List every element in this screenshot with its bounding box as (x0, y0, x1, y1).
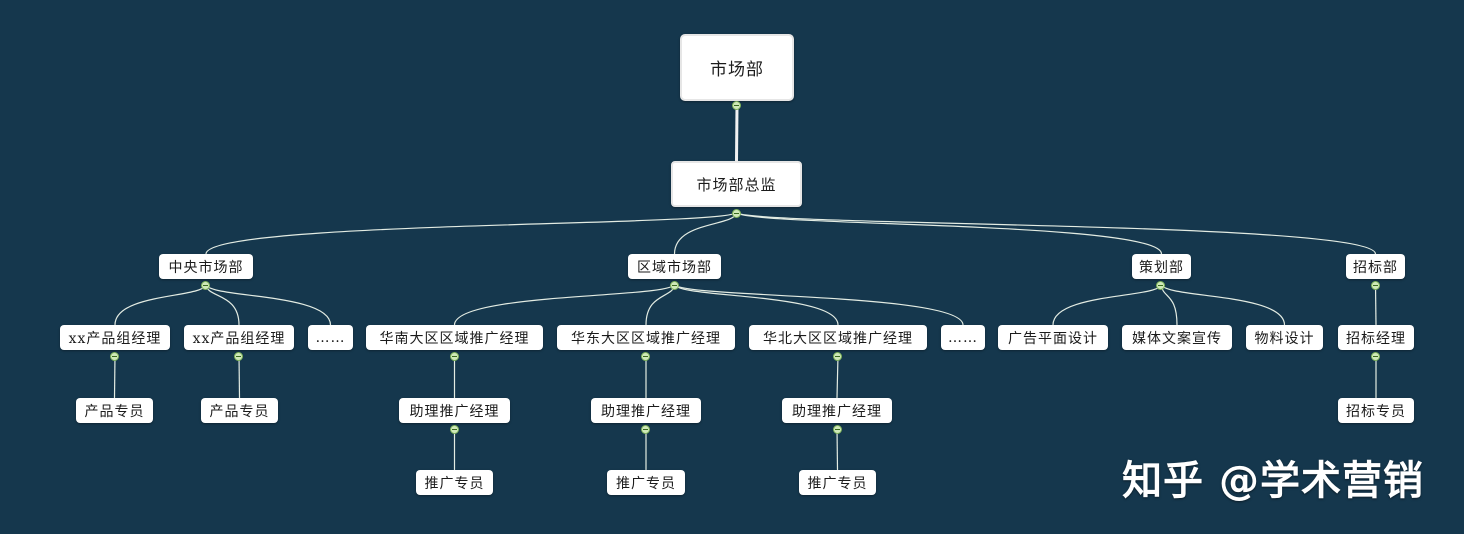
node-regional-market[interactable]: 区域市场部 (628, 254, 721, 279)
collapse-toggle-icon[interactable] (450, 352, 459, 361)
connector-line (205, 283, 240, 326)
node-director[interactable]: 市场部总监 (671, 161, 802, 207)
connector-line (673, 283, 964, 326)
collapse-toggle-icon[interactable] (1156, 281, 1165, 290)
connector-line (205, 211, 738, 255)
node-material-design[interactable]: 物料设计 (1246, 325, 1323, 350)
node-south-manager[interactable]: 华南大区区域推广经理 (366, 325, 543, 350)
connector-line (735, 211, 1163, 255)
connector-line (114, 283, 207, 326)
connector-line (836, 427, 839, 471)
connector-line (836, 354, 839, 399)
connector-line (238, 354, 241, 399)
connector-line (113, 354, 116, 399)
connector-line (453, 283, 676, 326)
connector-line (1374, 283, 1377, 326)
node-assistant-manager-2[interactable]: 助理推广经理 (591, 398, 701, 423)
connector-line (1160, 283, 1286, 326)
node-product-specialist-1[interactable]: 产品专员 (76, 398, 153, 423)
collapse-toggle-icon[interactable] (641, 352, 650, 361)
connector-line (645, 283, 676, 326)
collapse-toggle-icon[interactable] (201, 281, 210, 290)
collapse-toggle-icon[interactable] (833, 425, 842, 434)
connector-line (673, 283, 839, 326)
connector-line (1052, 283, 1163, 326)
node-planning[interactable]: 策划部 (1132, 254, 1191, 279)
node-ad-design[interactable]: 广告平面设计 (998, 325, 1108, 350)
collapse-toggle-icon[interactable] (1371, 281, 1380, 290)
node-bid-specialist[interactable]: 招标专员 (1338, 398, 1414, 423)
node-promotion-specialist-3[interactable]: 推广专员 (799, 470, 876, 495)
node-promotion-specialist-2[interactable]: 推广专员 (607, 470, 685, 495)
watermark: 知乎 @学术营销 (1122, 458, 1424, 504)
collapse-toggle-icon[interactable] (110, 352, 119, 361)
node-promotion-specialist-1[interactable]: 推广专员 (416, 470, 493, 495)
connector-line (735, 105, 739, 162)
collapse-toggle-icon[interactable] (1371, 352, 1380, 361)
node-product-manager-1[interactable]: xx产品组经理 (60, 325, 170, 350)
collapse-toggle-icon[interactable] (732, 209, 741, 218)
node-bid-manager[interactable]: 招标经理 (1338, 325, 1414, 350)
node-product-specialist-2[interactable]: 产品专员 (201, 398, 278, 423)
collapse-toggle-icon[interactable] (670, 281, 679, 290)
connector-line (205, 283, 332, 326)
node-more-1[interactable]: …… (308, 325, 353, 350)
node-assistant-manager-3[interactable]: 助理推广经理 (782, 398, 892, 423)
collapse-toggle-icon[interactable] (450, 425, 459, 434)
node-media-copy[interactable]: 媒体文案宣传 (1122, 325, 1232, 350)
connector-line (735, 211, 1377, 255)
collapse-toggle-icon[interactable] (641, 425, 650, 434)
node-bidding[interactable]: 招标部 (1346, 254, 1405, 279)
node-central-market[interactable]: 中央市场部 (159, 254, 253, 279)
node-product-manager-2[interactable]: xx产品组经理 (184, 325, 294, 350)
collapse-toggle-icon[interactable] (732, 101, 741, 110)
node-east-manager[interactable]: 华东大区区域推广经理 (557, 325, 735, 350)
collapse-toggle-icon[interactable] (234, 352, 243, 361)
node-root[interactable]: 市场部 (680, 34, 794, 101)
collapse-toggle-icon[interactable] (833, 352, 842, 361)
node-assistant-manager-1[interactable]: 助理推广经理 (399, 398, 510, 423)
node-north-manager[interactable]: 华北大区区域推广经理 (749, 325, 927, 350)
node-more-2[interactable]: …… (941, 325, 985, 350)
